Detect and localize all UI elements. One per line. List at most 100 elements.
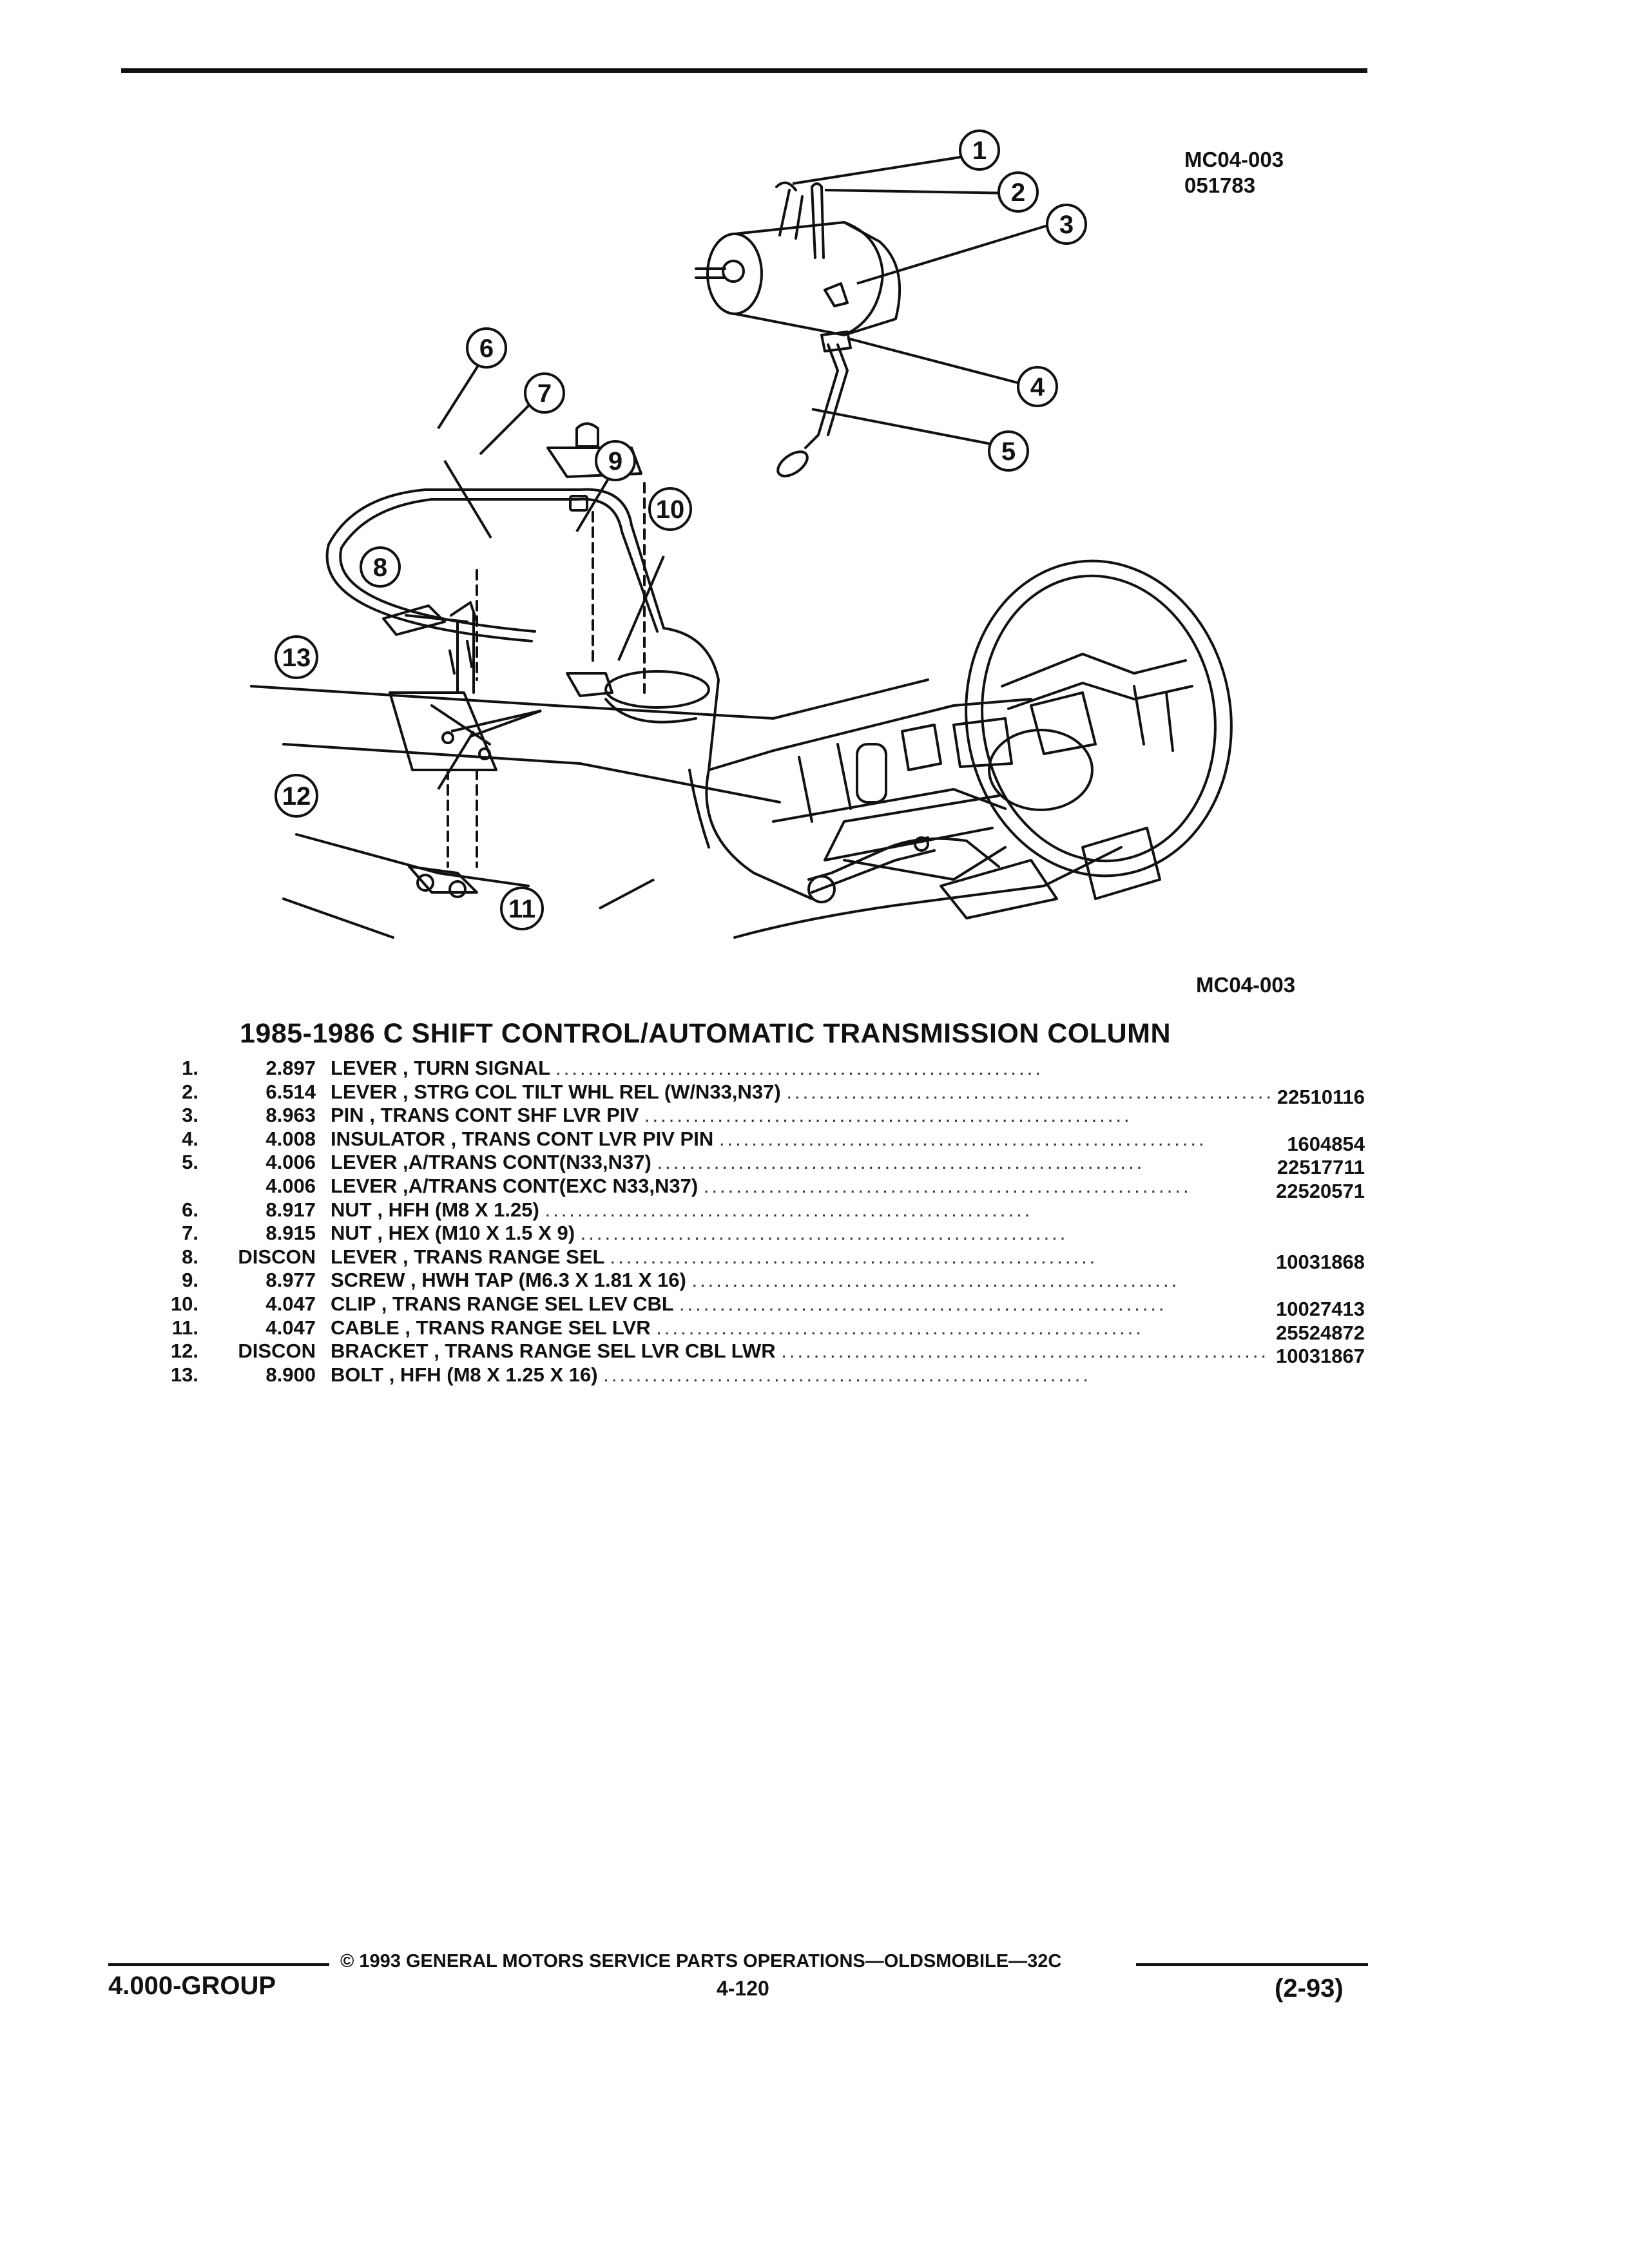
instrument-panel <box>688 685 1174 939</box>
callout-2 <box>998 171 1039 213</box>
part-detail: , TURN SIGNAL <box>402 1057 550 1079</box>
group-code: 8.915 <box>265 1222 316 1245</box>
part-description: NUT , HFH (M8 X 1.25) ..................… <box>331 1198 1365 1222</box>
part-name: LEVER <box>331 1057 398 1079</box>
group-code: 4.008 <box>265 1127 316 1150</box>
callout-3 <box>1046 204 1087 245</box>
leader-dots: ........................................… <box>555 1057 1043 1079</box>
group-code: 4.006 <box>265 1174 316 1197</box>
part-detail: ,A/TRANS CONT(N33,N37) <box>402 1151 651 1174</box>
callout-4 <box>1017 366 1058 407</box>
part-name: CABLE <box>331 1316 400 1339</box>
group-code: DISCON <box>238 1340 316 1363</box>
callout-9 <box>595 440 636 481</box>
part-name: PIN <box>331 1104 364 1127</box>
exploded-parts-diagram: 1 2 3 4 5 6 7 8 9 10 11 12 13 <box>250 130 1233 939</box>
page-title: 1985-1986 C SHIFT CONTROL/AUTOMATIC TRAN… <box>240 1018 1171 1049</box>
callout-12-label: 12 <box>282 782 311 811</box>
item-number: 3. <box>182 1104 198 1127</box>
part-description: LEVER ,A/TRANS CONT(N33,N37) ...........… <box>331 1151 1365 1174</box>
item-number: 4. <box>182 1127 198 1150</box>
figure-code-block: MC04-003 051783 <box>1184 147 1284 198</box>
callout-4-label: 4 <box>1030 373 1045 401</box>
item-number: 10. <box>170 1292 198 1315</box>
leader-dots: ........................................… <box>603 1363 1091 1386</box>
group-code: 2.897 <box>265 1057 316 1079</box>
top-rule <box>121 68 1367 73</box>
part-detail: , TRANS RANGE SEL LVR <box>405 1316 651 1339</box>
leader-dots: ........................................… <box>703 1174 1191 1197</box>
part-name: LEVER <box>331 1080 398 1103</box>
figure-code: MC04-003 <box>1184 148 1284 171</box>
bracket-assembly <box>389 482 646 868</box>
callout-11 <box>500 887 544 930</box>
steering-wheel <box>824 559 1233 881</box>
callout-7 <box>524 372 565 414</box>
part-number: 10027413 <box>1276 1297 1365 1320</box>
leader-dots: ........................................… <box>610 1245 1098 1268</box>
leader-dots: ........................................… <box>656 1316 1144 1339</box>
part-description: LEVER ,A/TRANS CONT(EXC N33,N37) .......… <box>331 1175 1365 1198</box>
part-name: BRACKET <box>331 1340 429 1363</box>
diagram-caption-code: MC04-003 <box>1196 973 1296 997</box>
page-number: 4-120 <box>717 1977 769 2000</box>
part-description: LEVER , TRANS RANGE SEL ................… <box>331 1245 1365 1269</box>
revision-date: (2-93) <box>1275 1974 1344 2003</box>
leader-dots: ........................................… <box>718 1127 1207 1150</box>
shift-cable-upper <box>325 422 813 900</box>
callout-9-label: 9 <box>608 447 622 476</box>
callout-10 <box>648 487 692 531</box>
part-name: NUT <box>331 1198 372 1221</box>
part-description: CABLE , TRANS RANGE SEL LVR ............… <box>331 1316 1365 1340</box>
callout-3-label: 3 <box>1059 211 1074 239</box>
part-description: CLIP , TRANS RANGE SEL LEV CBL .........… <box>331 1293 1365 1316</box>
group-label: 4.000-GROUP <box>108 1972 276 2000</box>
leader-dots: ........................................… <box>644 1104 1132 1127</box>
callout-1-label: 1 <box>972 137 987 165</box>
callout-11-label: 11 <box>508 895 535 923</box>
group-code: 8.977 <box>265 1269 316 1292</box>
callout-1 <box>959 130 1000 171</box>
leader-dots: ........................................… <box>786 1080 1275 1103</box>
part-description: LEVER , STRG COL TILT WHL REL (W/N33,N37… <box>331 1081 1365 1104</box>
leader-dots: ........................................… <box>580 1222 1068 1245</box>
item-number: 11. <box>171 1316 198 1339</box>
steering-column-assembly <box>695 181 901 477</box>
parts-list-row: 9. 8.977 SCREW , HWH TAP (M6.3 X 1.81 X 16… <box>148 1269 1373 1293</box>
part-detail: , HEX (M10 X 1.5 X 9) <box>377 1222 575 1245</box>
part-detail: , HFH (M8 X 1.25 X 16) <box>389 1363 598 1386</box>
part-detail: , STRG COL TILT WHL REL (W/N33,N37) <box>402 1080 781 1103</box>
leader-dots: ........................................… <box>781 1340 1269 1363</box>
group-code: 8.900 <box>265 1363 316 1386</box>
part-name: BOLT <box>331 1363 384 1386</box>
callout-5-label: 5 <box>1001 437 1016 466</box>
parts-list-row: 4.006 LEVER ,A/TRANS CONT(EXC N33,N37) ..… <box>148 1174 1373 1202</box>
part-number: 10031868 <box>1276 1250 1365 1273</box>
group-code: DISCON <box>238 1245 316 1268</box>
part-detail: ,A/TRANS CONT(EXC N33,N37) <box>402 1174 699 1197</box>
part-number: 22517711 <box>1277 1156 1365 1179</box>
item-number: 9. <box>182 1269 198 1292</box>
part-detail: , TRANS CONT LVR PIV PIN <box>450 1127 714 1150</box>
part-name: LEVER <box>331 1174 398 1197</box>
part-description: SCREW , HWH TAP (M6.3 X 1.81 X 16) .....… <box>331 1269 1365 1292</box>
callout-2-label: 2 <box>1011 178 1025 207</box>
leader-dots: ........................................… <box>691 1269 1180 1292</box>
part-description: BOLT , HFH (M8 X 1.25 X 16) ............… <box>331 1363 1365 1387</box>
part-detail: , TRANS CONT SHF LVR PIV <box>369 1104 639 1127</box>
group-code: 6.514 <box>265 1080 316 1103</box>
item-number: 7. <box>182 1222 198 1245</box>
callout-10-label: 10 <box>656 495 685 524</box>
part-detail: , TRANS RANGE SEL LEV CBL <box>381 1292 674 1315</box>
item-number: 2. <box>182 1080 198 1103</box>
item-number: 12. <box>170 1340 198 1363</box>
